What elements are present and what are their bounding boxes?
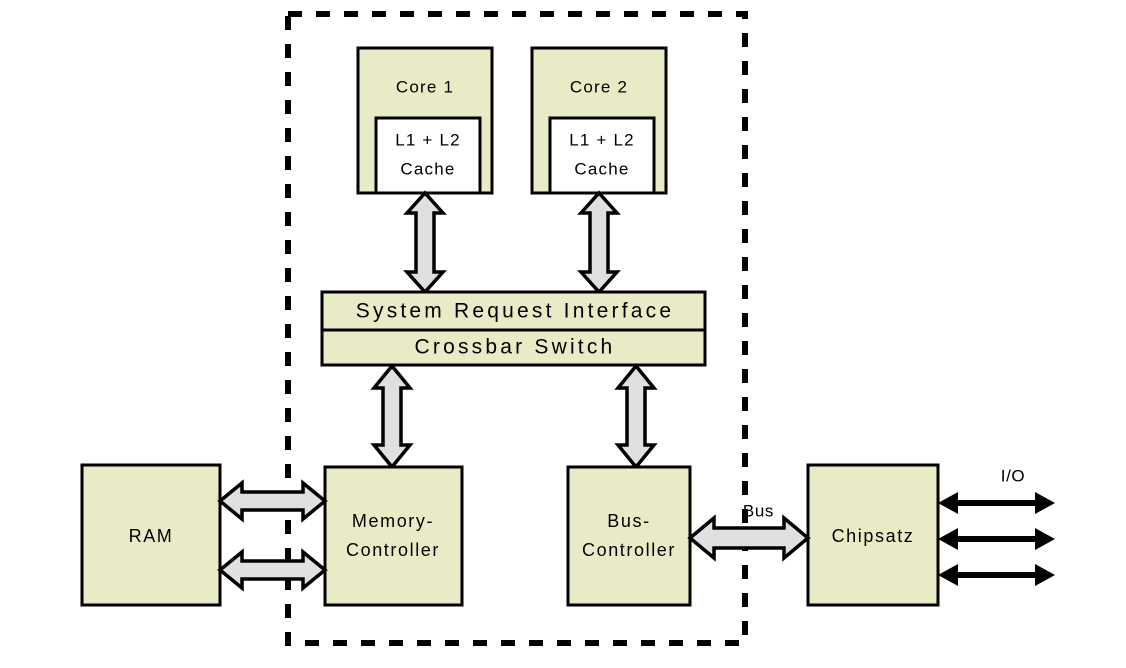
crossbar-switch-label: Crossbar Switch <box>415 336 616 359</box>
core-2-cache-label-line2: Cache <box>574 159 629 178</box>
connector-crossbar-to-memory-controller <box>370 363 414 470</box>
chipset-box <box>806 463 940 607</box>
core-2-cache-label-line1: L1 + L2 <box>569 130 635 149</box>
connector-crossbar-to-bus-controller <box>614 363 658 470</box>
core-2[interactable]: Core 2 L1 + L2 Cache <box>530 46 668 195</box>
chipset-label: Chipsatz <box>832 526 915 546</box>
core-1-cache-label-line2: Cache <box>400 159 455 178</box>
core-2-label: Core 2 <box>570 77 628 96</box>
connector-ram-to-memory-controller-upper <box>217 479 328 523</box>
memory-controller-label-line1: Memory- <box>352 511 434 531</box>
core-2-cache-box <box>548 116 656 195</box>
bus-controller-label-line2: Controller <box>582 540 676 560</box>
memory-controller-box <box>323 465 464 607</box>
core-1-cache-label-line1: L1 + L2 <box>395 130 461 149</box>
chipset-block[interactable]: Chipsatz <box>806 463 940 607</box>
connector-core2-to-sri <box>577 190 621 295</box>
ram-label: RAM <box>129 526 174 546</box>
io-line-3 <box>938 564 1055 586</box>
bus-controller-box <box>566 465 692 607</box>
crossbar-switch[interactable]: Crossbar Switch <box>320 328 707 367</box>
io-label: I/O <box>1001 466 1025 485</box>
bus-controller-label-line1: Bus- <box>607 511 650 531</box>
cpu-package-boundary <box>285 11 748 646</box>
ram-box <box>80 463 222 607</box>
io-line-2 <box>938 528 1055 550</box>
bus-controller-block[interactable]: Bus- Controller <box>566 465 692 607</box>
system-request-interface[interactable]: System Request Interface <box>320 290 707 332</box>
core-1[interactable]: Core 1 L1 + L2 Cache <box>356 46 494 195</box>
memory-controller-block[interactable]: Memory- Controller <box>323 465 464 607</box>
ram-block[interactable]: RAM <box>80 463 222 607</box>
io-line-1 <box>938 492 1055 514</box>
connector-ram-to-memory-controller-lower <box>217 548 328 592</box>
bus-label: Bus <box>743 501 774 520</box>
system-request-interface-label: System Request Interface <box>356 300 674 323</box>
core-1-cache-box <box>374 116 482 195</box>
connector-bus-controller-to-chipset <box>687 514 811 562</box>
connector-core1-to-sri <box>403 190 447 295</box>
core-1-label: Core 1 <box>396 77 454 96</box>
crossbar-switch-box <box>320 328 707 367</box>
memory-controller-label-line2: Controller <box>346 540 440 560</box>
